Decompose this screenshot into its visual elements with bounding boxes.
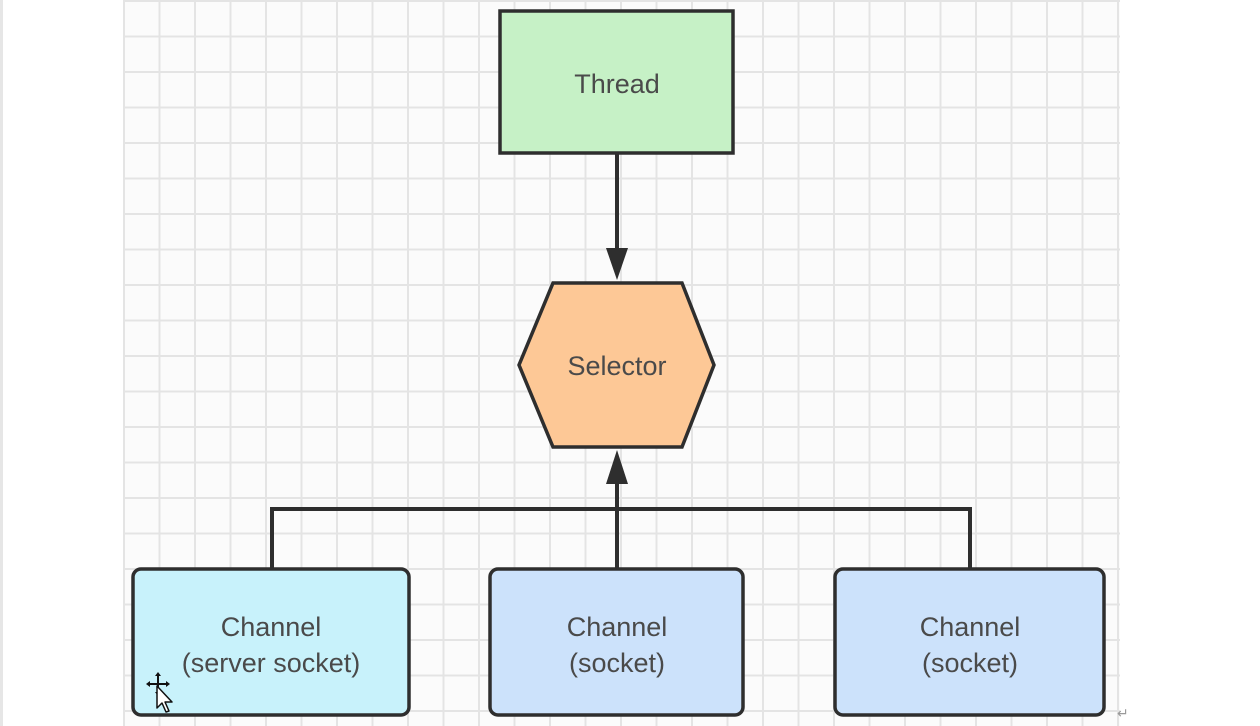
node-channel-socket-1[interactable]: Channel (socket) [488, 567, 745, 717]
node-thread-box [498, 9, 735, 155]
node-thread[interactable]: Thread [498, 9, 735, 155]
node-channel-socket-2[interactable]: Channel (socket) [833, 567, 1106, 717]
node-channel-server-socket[interactable]: Channel (server socket) [131, 567, 411, 717]
node-channel-socket-1-line1: Channel [567, 612, 668, 642]
node-channel-socket-2-line1: Channel [920, 612, 1021, 642]
node-channel-socket-2-line2: (socket) [922, 648, 1018, 678]
paragraph-return-icon: ↵ [1117, 706, 1129, 722]
node-selector-shape [517, 281, 716, 449]
node-channel-server-line1: Channel [221, 612, 322, 642]
node-channel-socket-1-box [488, 567, 745, 717]
node-selector[interactable]: Selector [517, 281, 716, 449]
node-thread-label: Thread [574, 69, 660, 99]
node-channel-server-box [131, 567, 411, 717]
edge-thread-to-selector [606, 154, 628, 280]
node-selector-label: Selector [567, 351, 666, 381]
node-channel-server-line2: (server socket) [182, 648, 361, 678]
edge-channels-to-selector [270, 450, 972, 569]
page-edge [0, 0, 3, 726]
node-channel-socket-2-box [833, 567, 1106, 717]
node-channel-socket-1-line2: (socket) [569, 648, 665, 678]
arrow-cursor-icon [156, 685, 173, 713]
